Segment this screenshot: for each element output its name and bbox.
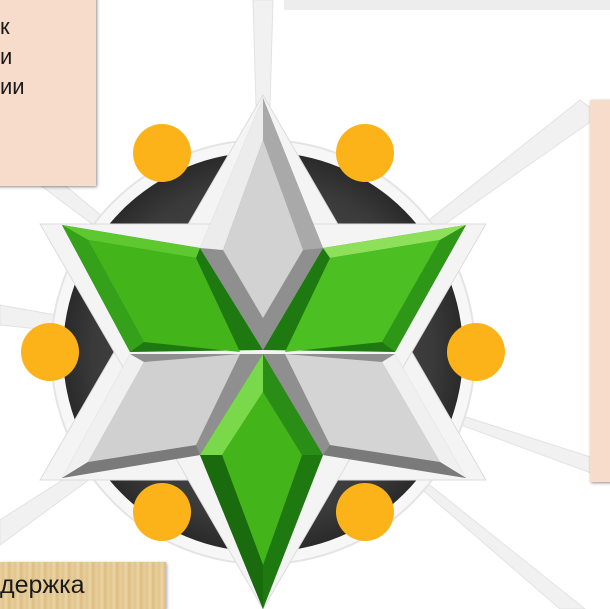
callout-right <box>590 100 610 482</box>
callout-line-2: и <box>0 42 25 72</box>
dot-right <box>447 323 505 381</box>
callout-line-1: к <box>0 12 25 42</box>
dot-top-left <box>133 124 191 182</box>
dot-top-right <box>336 124 394 182</box>
callout-top-left-text: к и ии <box>0 12 25 102</box>
dot-bottom-left <box>133 483 191 541</box>
dot-bottom-right <box>336 483 394 541</box>
dot-left <box>21 323 79 381</box>
callout-top-left: к и ии <box>0 0 96 186</box>
wood-label-text: держка <box>0 571 85 600</box>
wood-label: держка <box>0 562 166 609</box>
callout-line-3: ии <box>0 72 25 102</box>
